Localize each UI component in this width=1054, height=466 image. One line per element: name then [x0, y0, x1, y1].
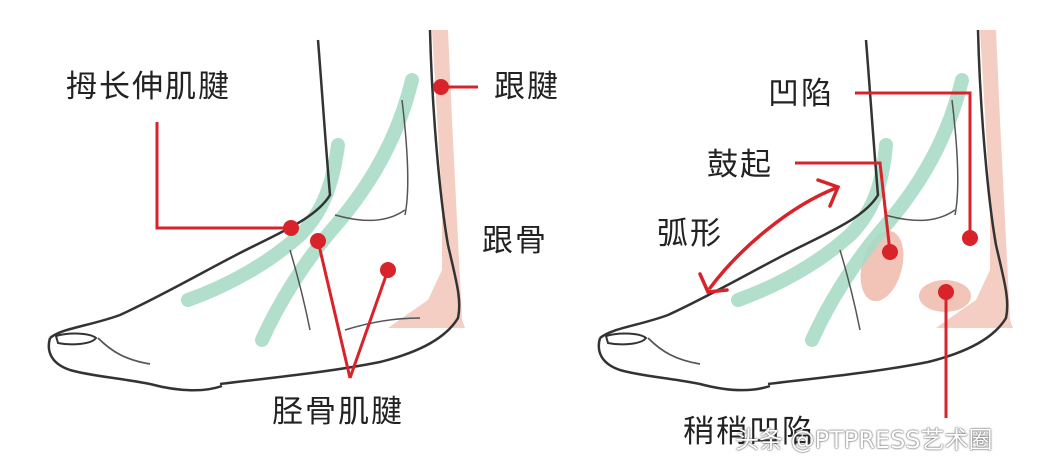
left-detail-4	[344, 317, 421, 331]
callout-dot-bulge	[882, 244, 898, 260]
callout-dot-hollow	[962, 230, 978, 246]
callout-line-tibialis-1	[316, 240, 352, 379]
label-arc: 弧形	[657, 216, 723, 252]
left-detail-1	[289, 249, 311, 331]
left-detail-3	[401, 99, 409, 216]
right-achilles-area	[936, 30, 1013, 328]
label-extensor-hallucis-tendon: 拇长伸肌腱	[66, 69, 231, 105]
callout-line-bulge	[795, 161, 892, 253]
left-tendon-highlight-2	[255, 73, 419, 347]
label-bulge: 鼓起	[707, 147, 773, 183]
left-foot	[47, 29, 478, 392]
left-achilles-area	[388, 30, 465, 328]
right-leg-back-outline	[767, 29, 1009, 386]
callout-line-hollow	[855, 91, 972, 238]
right-sole-outline	[597, 337, 771, 392]
label-achilles-tendon: 跟腱	[494, 69, 560, 105]
right-toe-line	[647, 337, 701, 365]
callout-dot-tibialis-1	[310, 233, 326, 249]
left-tendon-highlight-1	[181, 138, 345, 307]
right-foot	[597, 29, 1013, 418]
callout-line-extensor	[155, 122, 291, 230]
label-calcaneus: 跟骨	[482, 223, 548, 259]
callout-dot-tibialis-2	[380, 262, 396, 278]
right-callouts	[795, 91, 972, 418]
right-detail-1	[839, 249, 861, 331]
arc-double-arrow	[698, 178, 841, 294]
right-tendon-highlight-2	[805, 73, 969, 347]
right-detail-2	[884, 209, 956, 222]
label-slight-depression: 稍稍凹陷	[683, 414, 815, 450]
callout-dot-extensor	[283, 220, 299, 236]
right-tendon-highlight-1	[731, 138, 893, 307]
right-toenail	[604, 332, 648, 346]
left-callouts	[155, 85, 478, 379]
left-toe-line	[97, 337, 151, 365]
left-detail-2	[334, 209, 406, 222]
left-toenail	[54, 332, 98, 346]
callout-line-tibialis-2	[348, 269, 390, 379]
left-sole-outline	[47, 337, 223, 392]
right-detail-3	[951, 99, 959, 216]
left-leg-front-outline	[49, 39, 332, 340]
right-leg-front-outline	[599, 39, 880, 340]
label-tibialis-tendon: 胫骨肌腱	[272, 394, 404, 430]
callout-dot-achilles	[433, 79, 449, 95]
label-hollow: 凹陷	[768, 76, 834, 112]
left-leg-back-outline	[219, 29, 461, 386]
callout-dot-slight-depression	[938, 284, 954, 300]
watermark: 头条 @PTPRESS艺术圈	[735, 426, 993, 454]
